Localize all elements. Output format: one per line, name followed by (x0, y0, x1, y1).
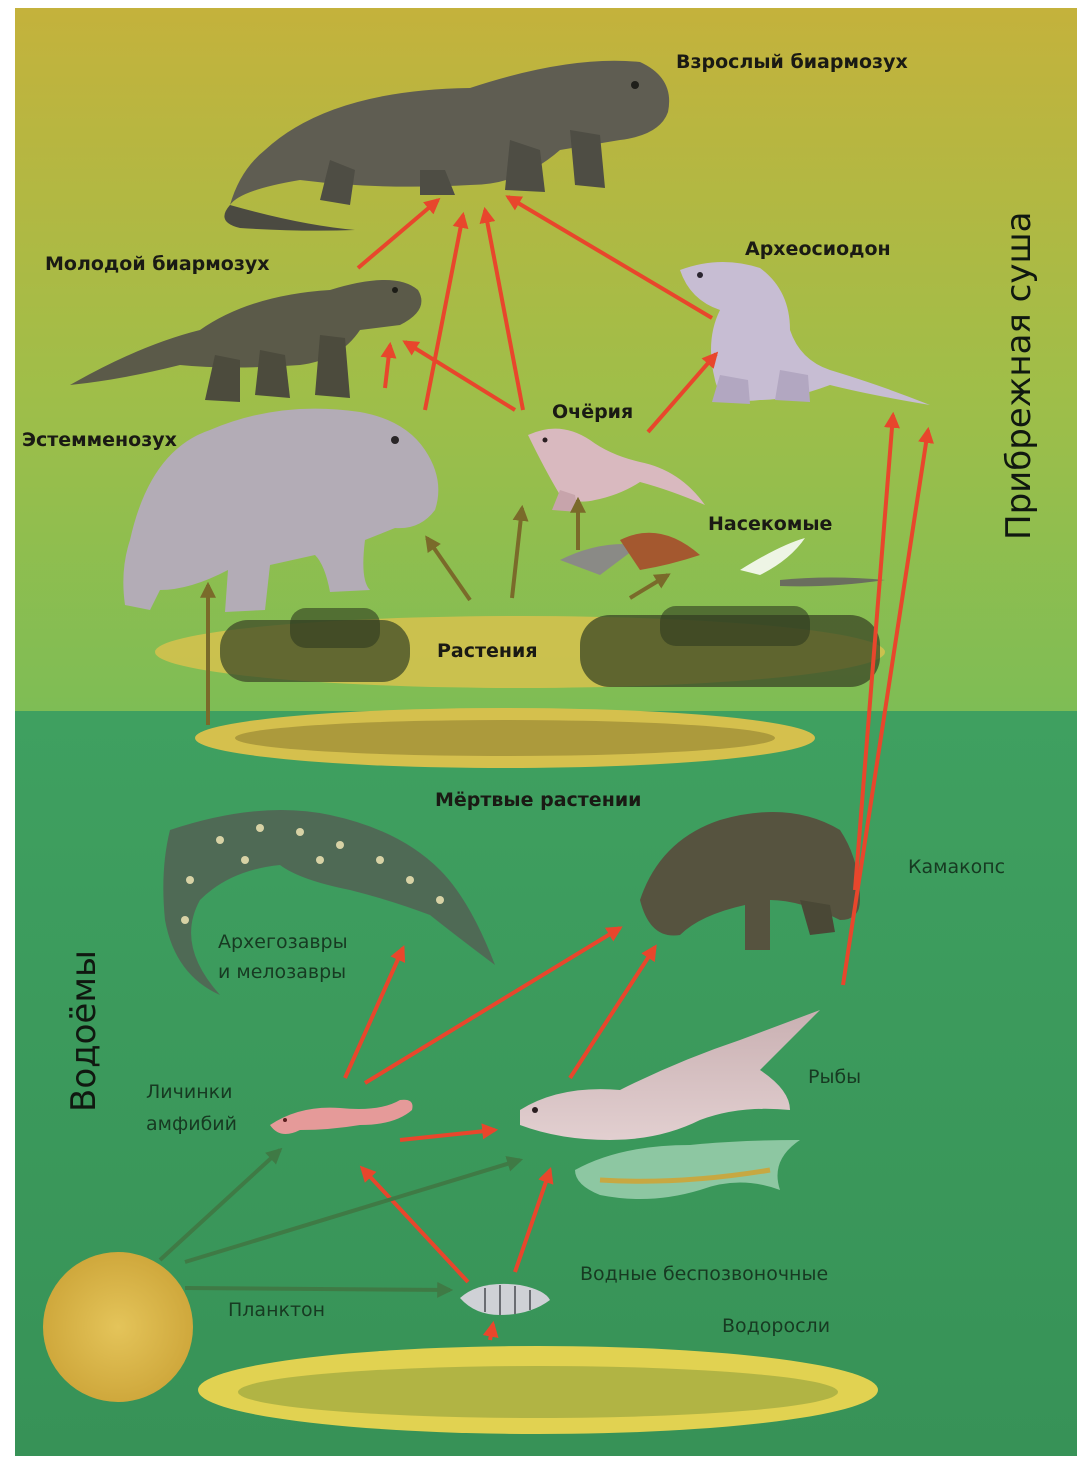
dead-plants-band (195, 708, 815, 768)
label-adult-biarmosuchus: Взрослый биармозух (676, 51, 908, 73)
label-kamakops: Камакопс (908, 856, 1005, 878)
label-amphibian-larvae-line1: Личинки (146, 1081, 232, 1103)
label-archegosaurs-line2: и мелозавры (218, 961, 346, 983)
zone-label-water: Водоёмы (64, 950, 104, 1112)
label-plankton: Планктон (228, 1299, 325, 1321)
label-aquatic-invertebrates: Водные беспозвоночные (580, 1263, 828, 1285)
label-estemmenosuchus: Эстемменозух (22, 429, 177, 451)
arrow-plankton-to-invertebrates (185, 1288, 450, 1290)
zone-label-land: Прибрежная суша (999, 212, 1039, 540)
label-plants: Растения (437, 640, 538, 662)
label-archaeosyodon: Археосиодон (745, 238, 891, 260)
label-algae: Водоросли (722, 1315, 830, 1337)
label-amphibian-larvae-line2: амфибий (146, 1113, 237, 1135)
label-insects: Насекомые (708, 513, 832, 535)
label-dead-plants: Мёртвые растении (435, 789, 641, 811)
algae-band (198, 1346, 878, 1434)
label-young-biarmosuchus: Молодой биармозух (45, 253, 270, 275)
label-fish: Рыбы (808, 1066, 861, 1088)
plankton-blob (43, 1252, 193, 1402)
label-ocheria: Очёрия (552, 401, 633, 423)
label-archegosaurs-line1: Архегозавры (218, 931, 348, 953)
